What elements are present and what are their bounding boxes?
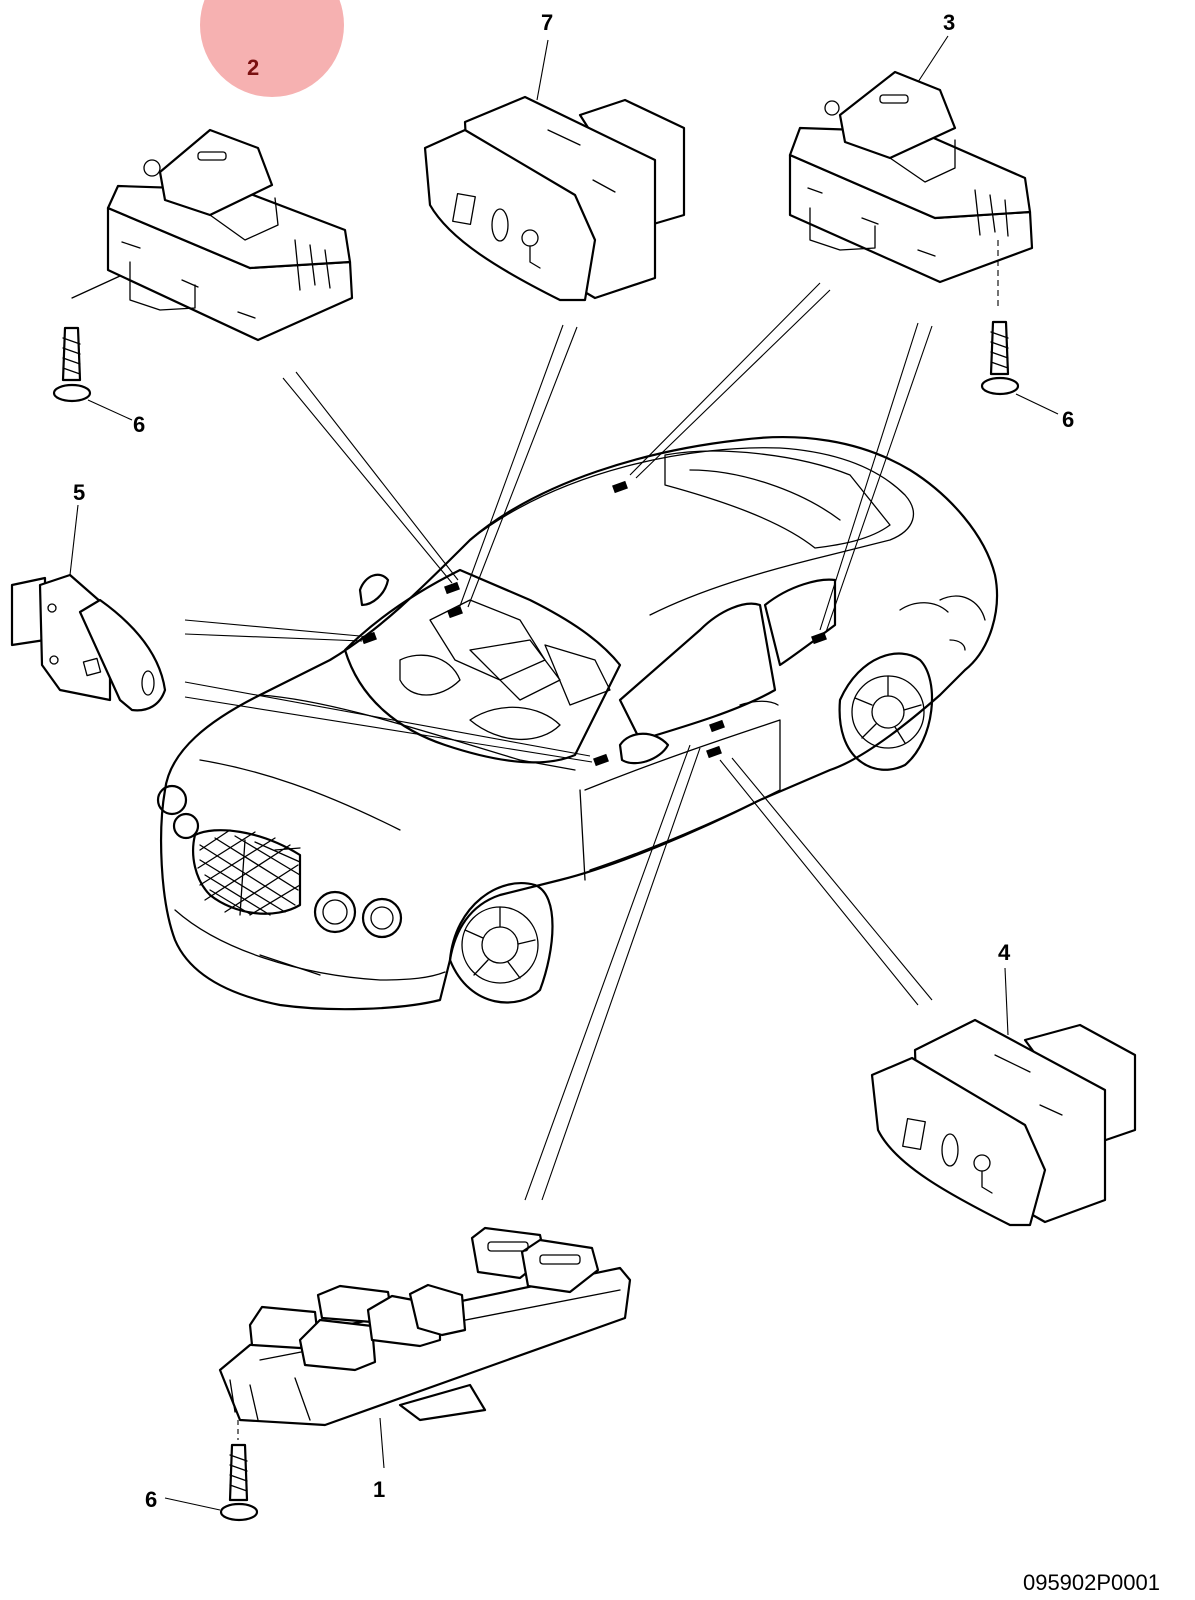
- screw-6-top-left[interactable]: [52, 326, 133, 421]
- part-7-seat-switch[interactable]: [423, 39, 686, 302]
- part-2-window-switch[interactable]: [71, 128, 354, 342]
- callout-1[interactable]: 1: [373, 1477, 385, 1502]
- location-markers: [361, 480, 827, 767]
- screw-6-bottom[interactable]: [164, 1420, 259, 1522]
- callout-5[interactable]: 5: [73, 480, 85, 505]
- callout-6-top-left[interactable]: 6: [133, 412, 145, 437]
- screw-6-top-right[interactable]: [980, 320, 1059, 415]
- leader-lines: [184, 282, 933, 1201]
- grille-mesh: [197, 829, 301, 916]
- callout-6-bottom[interactable]: 6: [145, 1487, 157, 1512]
- callout-7[interactable]: 7: [541, 10, 553, 35]
- part-3-window-switch[interactable]: [788, 35, 1034, 310]
- part-1-master-switch[interactable]: [218, 1226, 632, 1469]
- part-4-seat-switch[interactable]: [870, 967, 1137, 1227]
- selection-highlight[interactable]: [200, 0, 344, 97]
- part-5-switch[interactable]: [10, 504, 167, 712]
- callout-4[interactable]: 4: [998, 940, 1011, 965]
- car-illustration: [156, 436, 999, 1011]
- drawing-code: 095902P0001: [1023, 1570, 1160, 1595]
- callout-6-top-right[interactable]: 6: [1062, 407, 1074, 432]
- callout-3[interactable]: 3: [943, 10, 955, 35]
- callout-2[interactable]: 2: [247, 55, 259, 80]
